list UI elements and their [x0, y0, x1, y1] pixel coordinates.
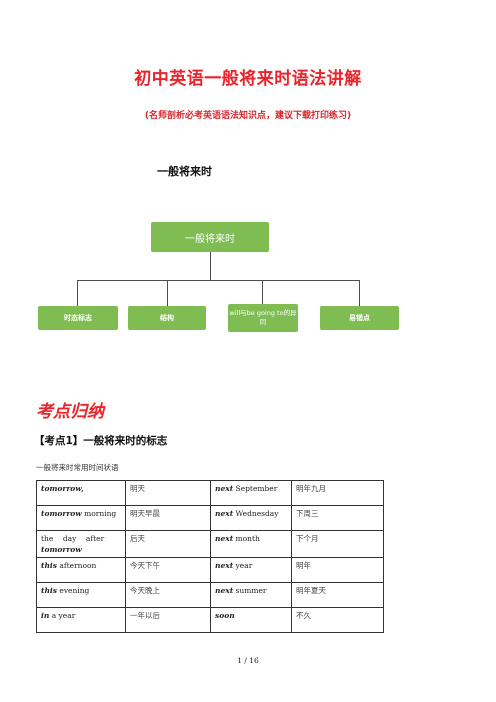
keyword-text: tomorrow [41, 509, 82, 518]
cell-text: month [233, 534, 260, 543]
diagram-connector [167, 280, 168, 306]
table-row: the day after tomorrow 后天 next month 下个月 [36, 530, 384, 558]
cell-text: 今天晚上 [130, 586, 160, 595]
cell-text: the day after [41, 534, 105, 543]
table-cell: the day after tomorrow [36, 530, 126, 558]
cell-text: afternoon [57, 561, 97, 570]
table-cell: this evening [36, 582, 126, 608]
cell-text: 明年夏天 [296, 586, 326, 595]
cell-text: 明年九月 [296, 484, 326, 493]
table-cell: 下周三 [291, 505, 384, 531]
keyword-text: next [215, 484, 234, 493]
keyword-text: this [41, 586, 57, 595]
table-cell: 一年以后 [125, 607, 211, 633]
cell-text: 明年 [296, 561, 311, 570]
table-cell: 明天早晨 [125, 505, 211, 531]
table-cell: next year [210, 557, 292, 583]
document-title: 初中英语一般将来时语法讲解 [134, 69, 362, 89]
diagram-node-time-markers: 时态标志 [38, 306, 118, 330]
diagram-root-node: 一般将来时 [151, 222, 269, 252]
table-row: this afternoon 今天下午 next year 明年 [36, 557, 384, 583]
diagram-connector [77, 280, 360, 281]
cell-text: a year [49, 611, 76, 620]
keyword-text: soon [215, 611, 235, 620]
point-heading: 【考点1】一般将来时的标志 [34, 435, 168, 447]
cell-text: 下个月 [296, 534, 319, 543]
table-cell: tomorrow morning [36, 505, 126, 531]
table-caption: 一般将来时常用时间状语 [36, 463, 119, 472]
cell-text: 后天 [130, 534, 145, 543]
cell-text: summer [233, 586, 267, 595]
diagram-node-will-vs-be-going-to: will与be going to的异同 [228, 304, 298, 332]
cell-text: September [233, 484, 278, 493]
page-number: 1 / 16 [237, 656, 259, 665]
keyword-text: next [215, 561, 234, 570]
table-cell: next summer [210, 582, 292, 608]
table-cell: tomorrow, [36, 480, 126, 506]
diagram-connector [359, 280, 360, 306]
kaodian-heading: 考点归纳 [36, 402, 104, 422]
diagram-connector [210, 252, 211, 280]
table-cell: next month [210, 530, 292, 558]
table-cell: this afternoon [36, 557, 126, 583]
diagram-connector [77, 280, 78, 306]
cell-text: Wednesday [233, 509, 279, 518]
keyword-text: in [41, 611, 50, 620]
table-cell: 明年夏天 [291, 582, 384, 608]
time-adverbial-table: tomorrow, 明天 next September 明年九月 tomorrow mo… [36, 480, 384, 633]
diagram-connector [262, 280, 263, 304]
table-cell: 后天 [125, 530, 211, 558]
section-heading: 一般将来时 [157, 165, 212, 178]
table-row: tomorrow, 明天 next September 明年九月 [36, 480, 384, 506]
table-cell: 明年九月 [291, 480, 384, 506]
table-cell: next September [210, 480, 292, 506]
keyword-text: tomorrow, [41, 484, 84, 493]
cell-text: year [233, 561, 253, 570]
diagram-node-common-mistakes: 易错点 [320, 306, 399, 330]
table-cell: 明年 [291, 557, 384, 583]
table-cell: 下个月 [291, 530, 384, 558]
keyword-text: next [215, 534, 234, 543]
cell-text: 不久 [296, 611, 311, 620]
cell-text: 今天下午 [130, 561, 160, 570]
cell-text: 一年以后 [130, 611, 160, 620]
table-row: this evening 今天晚上 next summer 明年夏天 [36, 582, 384, 608]
document-subtitle: (名师剖析必考英语语法知识点，建议下载打印练习) [144, 111, 352, 121]
cell-text: morning [81, 509, 117, 518]
cell-text: 下周三 [296, 509, 319, 518]
table-cell: in a year [36, 607, 126, 633]
keyword-text: next [215, 509, 234, 518]
diagram-node-structure: 结构 [128, 306, 206, 330]
table-cell: 今天晚上 [125, 582, 211, 608]
keyword-text: tomorrow [41, 545, 82, 554]
table-row: tomorrow morning 明天早晨 next Wednesday 下周三 [36, 505, 384, 531]
table-cell: 明天 [125, 480, 211, 506]
table-row: in a year 一年以后 soon 不久 [36, 607, 384, 633]
keyword-text: this [41, 561, 57, 570]
table-cell: 不久 [291, 607, 384, 633]
cell-text: 明天早晨 [130, 509, 160, 518]
table-cell: 今天下午 [125, 557, 211, 583]
keyword-text: next [215, 586, 234, 595]
table-cell: soon [210, 607, 292, 633]
cell-text: evening [57, 586, 90, 595]
table-cell: next Wednesday [210, 505, 292, 531]
cell-text: 明天 [130, 484, 145, 493]
